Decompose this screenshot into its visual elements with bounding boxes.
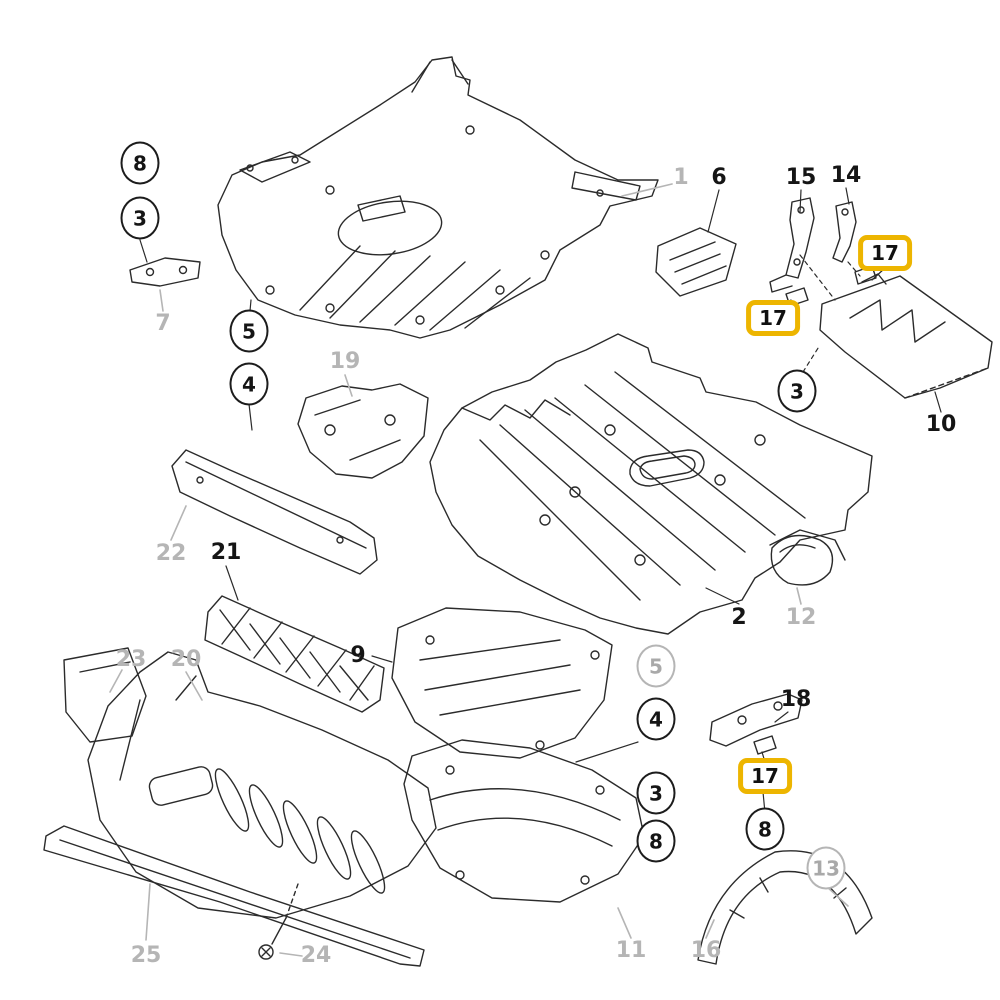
callout-16: 16 <box>690 938 722 963</box>
part-10-plate <box>819 273 993 399</box>
callout-11: 11 <box>615 938 647 963</box>
part-15-bracket <box>769 197 815 293</box>
leader-lines-gray <box>109 183 849 957</box>
part-11-rear-cover <box>403 739 645 903</box>
callout-5-middle: 5 <box>636 644 676 688</box>
callout-12: 12 <box>785 605 817 630</box>
part-9-side-shield <box>391 607 613 759</box>
part-24-screw <box>258 883 299 960</box>
callout-2: 2 <box>731 605 747 630</box>
callout-9: 9 <box>350 643 366 668</box>
part-21-crossmember <box>204 595 385 713</box>
callout-1: 1 <box>673 165 689 190</box>
part-14-bracket <box>832 201 857 263</box>
part-18-bracket <box>709 693 803 747</box>
callout-15: 15 <box>785 165 817 190</box>
callout-6: 6 <box>711 165 727 190</box>
callout-4-top: 4 <box>229 362 269 406</box>
part-20-lower-shield <box>87 651 437 919</box>
callout-3-top-left: 3 <box>120 196 160 240</box>
callout-8-middle: 8 <box>636 819 676 863</box>
callout-19: 19 <box>329 349 361 374</box>
callout-18: 18 <box>780 687 812 712</box>
callout-21: 21 <box>210 540 242 565</box>
callout-10: 10 <box>925 412 957 437</box>
part-19-cover <box>297 383 429 479</box>
callout-17-middle: 17 <box>746 300 800 336</box>
part-22-support-strip <box>171 449 378 575</box>
callout-17-right: 17 <box>858 235 912 271</box>
callout-3-right: 3 <box>777 369 817 413</box>
callout-8-bottom: 8 <box>745 807 785 851</box>
callout-23: 23 <box>115 647 147 672</box>
part-16-arch-strip <box>697 850 873 965</box>
callout-17-bottom: 17 <box>738 758 792 794</box>
part-1-engine-shield <box>217 56 659 339</box>
part-6-bracket <box>655 227 737 297</box>
part-2-underfloor-panel <box>429 333 873 635</box>
part-12-cap <box>770 534 834 586</box>
callout-5-top: 5 <box>229 309 269 353</box>
callout-14: 14 <box>830 163 862 188</box>
callout-7: 7 <box>155 311 171 336</box>
part-7-bracket <box>129 257 201 287</box>
callout-25: 25 <box>130 943 162 968</box>
part-23-flap <box>63 647 147 743</box>
callout-3-middle: 3 <box>636 771 676 815</box>
part-25-strip <box>43 825 425 967</box>
callout-4-middle: 4 <box>636 697 676 741</box>
callout-22: 22 <box>155 541 187 566</box>
callout-20: 20 <box>170 647 202 672</box>
callout-8-top-left: 8 <box>120 141 160 185</box>
callout-24: 24 <box>300 943 332 968</box>
callout-13: 13 <box>806 846 846 890</box>
